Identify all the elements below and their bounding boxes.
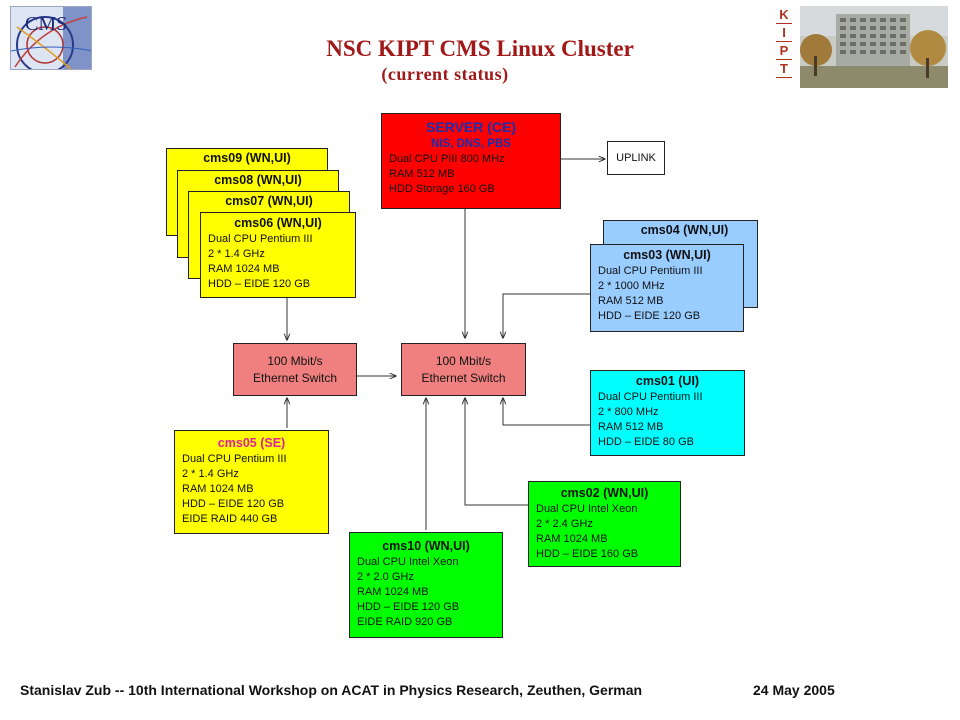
node-cms10-raid: EIDE RAID 920 GB [357,616,453,628]
uplink-label: UPLINK [616,151,656,164]
cms-logo-text: CMS [25,13,68,35]
page-subtitle: (current status) [381,64,509,84]
node-cms10-ram: RAM 1024 MB [357,586,429,598]
node-cms06-ram: RAM 1024 MB [208,263,280,275]
node-cms05: cms05 (SE) Dual CPU Pentium III 2 * 1.4 … [174,430,329,534]
server-cpu: Dual CPU PIII 800 MHz [389,153,505,165]
node-cms03-cpu: Dual CPU Pentium III [598,265,703,277]
node-cms01-name: cms01 (UI) [635,374,700,388]
node-cms01-ram: RAM 512 MB [598,421,664,433]
node-cms10-freq: 2 * 2.0 GHz [357,571,414,583]
footer-text: Stanislav Zub -- 10th International Work… [20,682,643,698]
node-cms05-raid: EIDE RAID 440 GB [182,513,278,525]
node-cms01-cpu: Dual CPU Pentium III [598,391,703,403]
link-cms03-switch [503,293,590,338]
node-cms02-name: cms02 (WN,UI) [560,486,649,500]
kipt-building-photo [800,6,948,88]
node-cms06-hdd: HDD – EIDE 120 GB [208,278,311,290]
node-cms03-ram: RAM 512 MB [598,295,664,307]
link-cms02-switch [465,398,528,506]
ethernet-switch-left: 100 Mbit/s Ethernet Switch [233,343,357,396]
switch-right-speed: 100 Mbit/s [435,353,492,368]
switch-left-speed: 100 Mbit/s [267,353,323,368]
node-cms06-name: cms06 (WN,UI) [234,216,322,230]
node-cms07-name: cms07 (WN,UI) [225,194,313,208]
node-cms05-ram: RAM 1024 MB [182,483,254,495]
node-cms10-cpu: Dual CPU Intel Xeon [357,556,459,568]
server-ram: RAM 512 MB [389,168,455,180]
node-cms06-freq: 2 * 1.4 GHz [208,248,265,260]
footer: Stanislav Zub -- 10th International Work… [20,682,960,698]
server-hdd: HDD Storage 160 GB [389,183,495,195]
cms-logo: CMS [10,6,92,70]
node-cms05-hdd: HDD – EIDE 120 GB [182,498,285,510]
node-cms01-freq: 2 * 800 MHz [598,406,659,418]
node-cms06: cms06 (WN,UI) Dual CPU Pentium III 2 * 1… [200,212,356,298]
node-cms09-name: cms09 (WN,UI) [203,151,291,165]
node-cms03-freq: 2 * 1000 MHz [598,280,665,292]
node-cms03-name: cms03 (WN,UI) [623,248,711,262]
kipt-logo: K I P T [776,6,792,78]
node-cms01-hdd: HDD – EIDE 80 GB [598,436,694,448]
node-cms03: cms03 (WN,UI) Dual CPU Pentium III 2 * 1… [590,244,744,332]
node-cms02-hdd: HDD – EIDE 160 GB [536,548,639,560]
node-cms02-cpu: Dual CPU Intel Xeon [536,503,638,515]
footer-date: 24 May 2005 [753,682,835,698]
node-cms03-hdd: HDD – EIDE 120 GB [598,310,701,322]
ethernet-switch-right: 100 Mbit/s Ethernet Switch [401,343,526,396]
node-cms10-name: cms10 (WN,UI) [382,539,470,553]
server-ce-box: SERVER (CE) NIS, DNS, PBS Dual CPU PIII … [381,113,561,209]
building-photo-graphic [800,6,948,88]
page-title: NSC KIPT CMS Linux Cluster [326,36,634,61]
uplink-box: UPLINK [607,141,665,175]
node-cms05-cpu: Dual CPU Pentium III [182,453,287,465]
switch-left-label: Ethernet Switch [252,370,338,385]
node-cms01: cms01 (UI) Dual CPU Pentium III 2 * 800 … [590,370,745,456]
node-cms02: cms02 (WN,UI) Dual CPU Intel Xeon 2 * 2.… [528,481,681,567]
server-name: SERVER (CE) [426,119,516,135]
node-cms05-name: cms05 (SE) [217,436,286,450]
node-cms10: cms10 (WN,UI) Dual CPU Intel Xeon 2 * 2.… [349,532,503,638]
node-cms08-name: cms08 (WN,UI) [214,173,302,187]
node-cms06-cpu: Dual CPU Pentium III [208,233,313,245]
node-cms05-freq: 2 * 1.4 GHz [182,468,239,480]
node-cms02-ram: RAM 1024 MB [536,533,608,545]
node-cms10-hdd: HDD – EIDE 120 GB [357,601,460,613]
switch-right-label: Ethernet Switch [421,370,506,385]
node-cms02-freq: 2 * 2.4 GHz [536,518,593,530]
node-cms04-name: cms04 (WN,UI) [640,223,729,237]
cms-logo-graphic [11,7,91,69]
link-cms01-switch [503,398,590,426]
server-services: NIS, DNS, PBS [431,138,511,150]
